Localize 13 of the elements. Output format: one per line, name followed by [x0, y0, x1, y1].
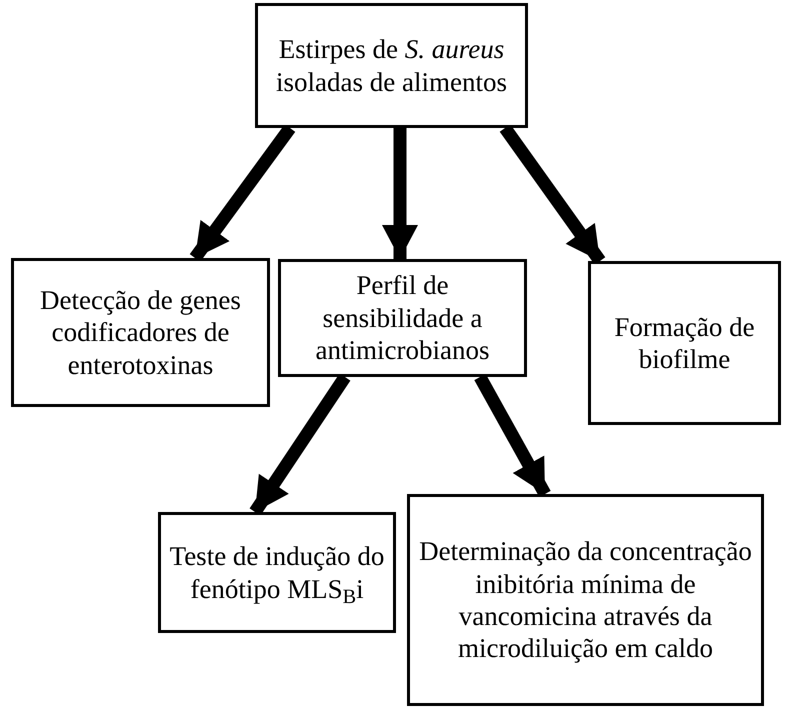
process-box [278, 259, 527, 377]
box-label: Formação de biofilme [613, 310, 756, 376]
box-label: Estirpes de S. aureus isoladas de alimentos [275, 33, 508, 98]
process-box [11, 258, 270, 407]
box-label: Detecção de genes codificadores de enterotoxinas [39, 284, 242, 382]
process-box [158, 512, 396, 633]
process-box [588, 261, 781, 425]
box-label: Perfil de sensibilidade a antimicrobianos [314, 269, 490, 367]
box-label: Determinação da concentração inibitória mínima de vancomicina através da microdiluição em caldo [418, 535, 753, 665]
arrow [382, 128, 418, 259]
process-box [255, 3, 528, 128]
box-label: Teste de indução do fenótipo MLS$_{B}$i [169, 540, 385, 605]
process-box [407, 494, 764, 706]
